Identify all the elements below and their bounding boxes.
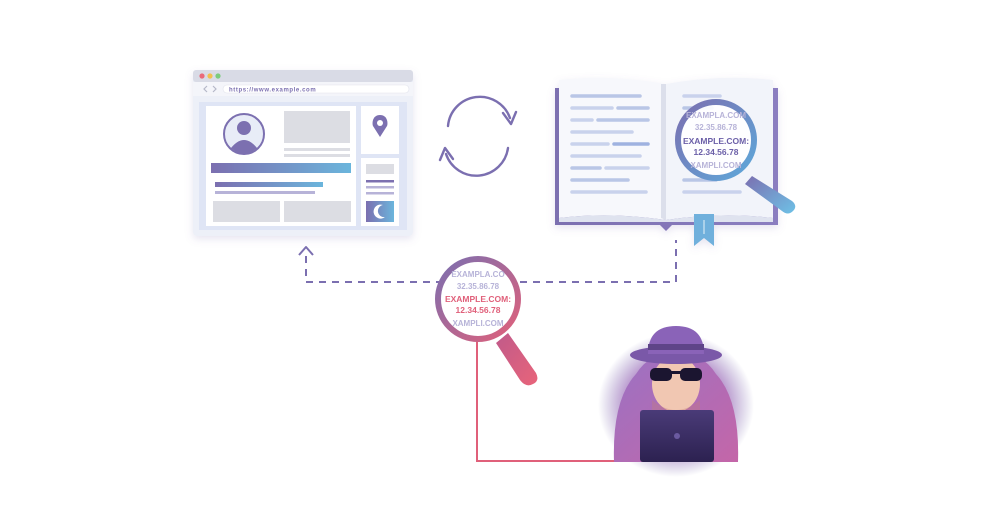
back-arrow-icon xyxy=(203,85,208,93)
progress-bar xyxy=(215,182,323,187)
lens-decoy-domain: EXAMPLA.CO xyxy=(451,270,504,279)
text-placeholder xyxy=(284,148,350,151)
text-placeholder xyxy=(366,164,394,174)
refresh-arrows-icon xyxy=(438,95,518,177)
lens-main-domain: EXAMPLE.COM: xyxy=(445,294,511,304)
content-block xyxy=(284,201,351,222)
arrow-up-icon xyxy=(298,246,314,256)
text-placeholder xyxy=(215,191,315,194)
address-bar-url: https://www.example.com xyxy=(229,88,316,94)
header-bar xyxy=(211,163,351,173)
hacker-icon xyxy=(598,326,754,477)
close-dot-icon xyxy=(199,73,205,79)
page-text-lines xyxy=(570,94,742,194)
location-pin-icon xyxy=(372,115,388,137)
text-placeholder xyxy=(366,180,394,183)
request-path xyxy=(305,240,677,283)
lens-main-ip: 12.34.56.78 xyxy=(456,305,501,315)
lens-main-domain: EXAMPLE.COM: xyxy=(683,136,749,146)
sunglasses-icon xyxy=(650,368,702,381)
browser-window: https://www.example.com xyxy=(193,70,413,236)
text-placeholder xyxy=(284,111,350,143)
magnifier-handle xyxy=(496,333,538,386)
address-bar[interactable] xyxy=(222,84,410,94)
text-placeholder xyxy=(366,186,394,189)
content-block xyxy=(213,201,280,222)
lens-decoy-ip: 32.35.86.78 xyxy=(695,123,738,132)
text-placeholder xyxy=(284,154,350,157)
lens-decoy-ip: 32.35.86.78 xyxy=(457,282,500,291)
lens-decoy-domain: XAMPLI.COM xyxy=(690,161,741,170)
laptop-icon xyxy=(640,410,714,462)
maximize-dot-icon xyxy=(215,73,221,79)
forward-arrow-icon xyxy=(212,85,217,93)
lens-main-ip: 12.34.56.78 xyxy=(694,147,739,157)
text-placeholder xyxy=(366,192,394,195)
avatar-icon xyxy=(223,113,265,155)
lens-decoy-domain: XAMPLI.COM xyxy=(452,319,503,328)
minimize-dot-icon xyxy=(207,73,213,79)
spoofed-magnifier: EXAMPLA.CO 32.35.86.78 EXAMPLE.COM: 12.3… xyxy=(435,256,538,386)
attacker-link xyxy=(476,338,632,462)
magnifier-handle xyxy=(745,176,796,214)
moon-icon xyxy=(366,201,394,222)
book-magnifier: EXAMPLA.COM 32.35.86.78 EXAMPLE.COM: 12.… xyxy=(675,99,796,214)
lens-decoy-domain: EXAMPLA.COM xyxy=(686,111,746,120)
